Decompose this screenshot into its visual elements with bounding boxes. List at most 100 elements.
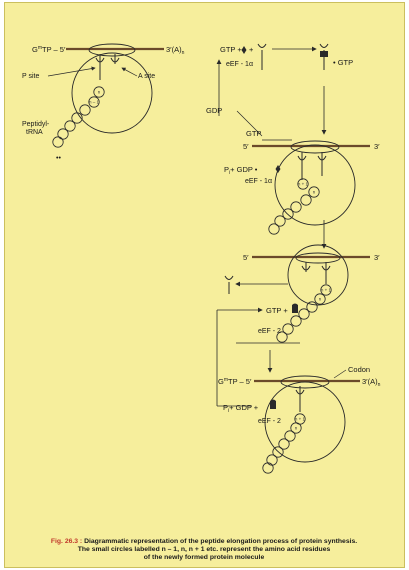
p2-5prime-label: 5′: [243, 142, 249, 151]
residue-bead: [290, 315, 302, 327]
residue-bead: [290, 422, 302, 434]
residue-bead: [306, 301, 318, 313]
residue-bead: [52, 136, 64, 148]
residue-label: n: [98, 90, 101, 95]
eef2-shape-icon: [292, 303, 298, 313]
panel-3-peptide-transfer: 5′ 3′ n + 1 n: [224, 244, 380, 343]
gtp-left-label: GTP +: [220, 45, 242, 54]
caption-line-1: Diagrammatic representation of the pepti…: [84, 538, 358, 545]
residue-bead: [278, 438, 290, 450]
panel-4-translocation: GTP + eEF - 2 GmTP – 5′ Codon 3′(A)n Pi+…: [216, 303, 381, 474]
eef1a-diamond-icon-2: [275, 165, 281, 173]
p1-peptide-chain: n n – 1: [52, 86, 105, 148]
peptidyl-label-1: Peptidyl-: [22, 121, 50, 128]
residue-label: n: [295, 426, 298, 431]
residue-bead: [268, 223, 280, 235]
p3-ribosome-large: [287, 244, 349, 306]
figure-page: [4, 2, 405, 568]
residue-bead: [300, 194, 312, 206]
p3-trna-pair: [301, 262, 331, 284]
residue-label: n + 1: [298, 182, 309, 187]
eef2-label: eEF - 2: [258, 328, 281, 335]
residue-label: n + 1: [295, 417, 306, 422]
residue-bead: [272, 446, 284, 458]
p4-trna: [295, 386, 305, 412]
p1-5prime-label: GmTP – 5′: [32, 45, 66, 54]
a-site-arrow: [121, 67, 138, 77]
eef2-shape-icon-2: [270, 399, 276, 409]
residue-label: n: [319, 297, 322, 302]
p3-peptide-chain: n + 1 n: [276, 284, 332, 343]
residue-bead: [290, 201, 302, 213]
residue-bead: [314, 293, 326, 305]
residue-bead: [79, 104, 91, 116]
charged-trna-icon: [319, 43, 329, 70]
p-site-label: P site: [22, 73, 39, 80]
a-site-label: A site: [138, 73, 155, 80]
p1-trna-a: [110, 54, 120, 64]
p2-3prime-label: 3′: [374, 142, 380, 151]
residue-bead: [276, 331, 288, 343]
caption-line-3: of the newly formed protein molecule: [143, 554, 265, 561]
p3-ribosome-small: [295, 252, 341, 264]
panel-2-aminoacyl-binding: GTP + + eEF - 1α • GTP GDP GTP 5′ 3′ Pi+…: [206, 43, 380, 249]
codon-pointer: [333, 369, 347, 379]
residue-bead: [266, 454, 278, 466]
caption-line-2: The small circles labelled n – 1, n, n +…: [77, 546, 331, 553]
residue-bead: [282, 208, 294, 220]
residue-bead: [274, 215, 286, 227]
residue-bead: [320, 284, 332, 296]
p-site-arrow: [47, 66, 96, 77]
residue-bead: [57, 128, 69, 140]
pi-gdp-label-2: Pi+ GDP •: [224, 165, 258, 176]
p4-ribosome-large: [264, 381, 346, 463]
p4-3prime-label: 3′(A)n: [362, 377, 381, 388]
figure-number: Fig. 26.3 :: [50, 538, 83, 545]
p3-3prime-label: 3′: [374, 253, 380, 262]
residue-bead: [298, 308, 310, 320]
p4-ribosome-small: [280, 375, 330, 389]
p1-ellipsis: ••: [56, 155, 61, 162]
released-trna-icon: [224, 275, 234, 294]
residue-bead: [71, 112, 83, 124]
eef1a-label-2: eEF - 1α: [245, 178, 272, 185]
p3-5prime-label: 5′: [243, 253, 249, 262]
gtp-right-label: • GTP: [333, 58, 353, 67]
gtp-plus-label: GTP +: [266, 306, 288, 315]
plus-label: +: [249, 45, 254, 54]
residue-label: n – 1: [89, 100, 100, 105]
p2-trna-pair: [297, 152, 327, 180]
p1-ribosome-small: [88, 43, 136, 57]
eef1a-label: eEF - 1α: [226, 61, 253, 68]
p2-ribosome-large: [274, 144, 356, 226]
residue-bead: [282, 323, 294, 335]
residue-label: n + 1: [321, 288, 332, 293]
residue-bead: [262, 462, 274, 474]
residue-bead: [284, 430, 296, 442]
gdp-connector: [236, 110, 263, 137]
pi-gdp-label-4: Pi+ GDP +: [223, 403, 259, 414]
residue-bead: [297, 178, 309, 190]
codon-label: Codon: [348, 365, 370, 374]
p1-trna-p: [95, 54, 105, 80]
residue-label: n: [313, 190, 316, 195]
eef2-label-2: eEF - 2: [258, 418, 281, 425]
residue-bead: [64, 120, 76, 132]
p4-5prime-label: GmTP – 5′: [218, 377, 252, 386]
p1-3prime-label: 3′(A)n: [166, 45, 185, 56]
figure-caption: Fig. 26.3 : Diagrammatic representation …: [14, 538, 394, 562]
panel-1-initial-ribosome: GmTP – 5′ 3′(A)n P site A site Peptidyl-…: [22, 43, 185, 162]
peptidyl-label-2: tRNA: [26, 129, 43, 136]
p1-ribosome-large: [71, 52, 153, 134]
gdp-label: GDP: [206, 106, 222, 115]
residue-bead: [93, 86, 105, 98]
residue-bead: [88, 96, 100, 108]
p2-peptide-chain: n + 1 n: [268, 178, 320, 235]
p4-peptide-chain: n + 1 n: [262, 413, 306, 474]
gtp-mid-label: GTP: [246, 129, 261, 138]
free-trna-icon: [257, 43, 267, 70]
residue-bead: [308, 186, 320, 198]
eef1a-diamond-icon: [241, 46, 247, 54]
p2-ribosome-small: [290, 140, 340, 154]
